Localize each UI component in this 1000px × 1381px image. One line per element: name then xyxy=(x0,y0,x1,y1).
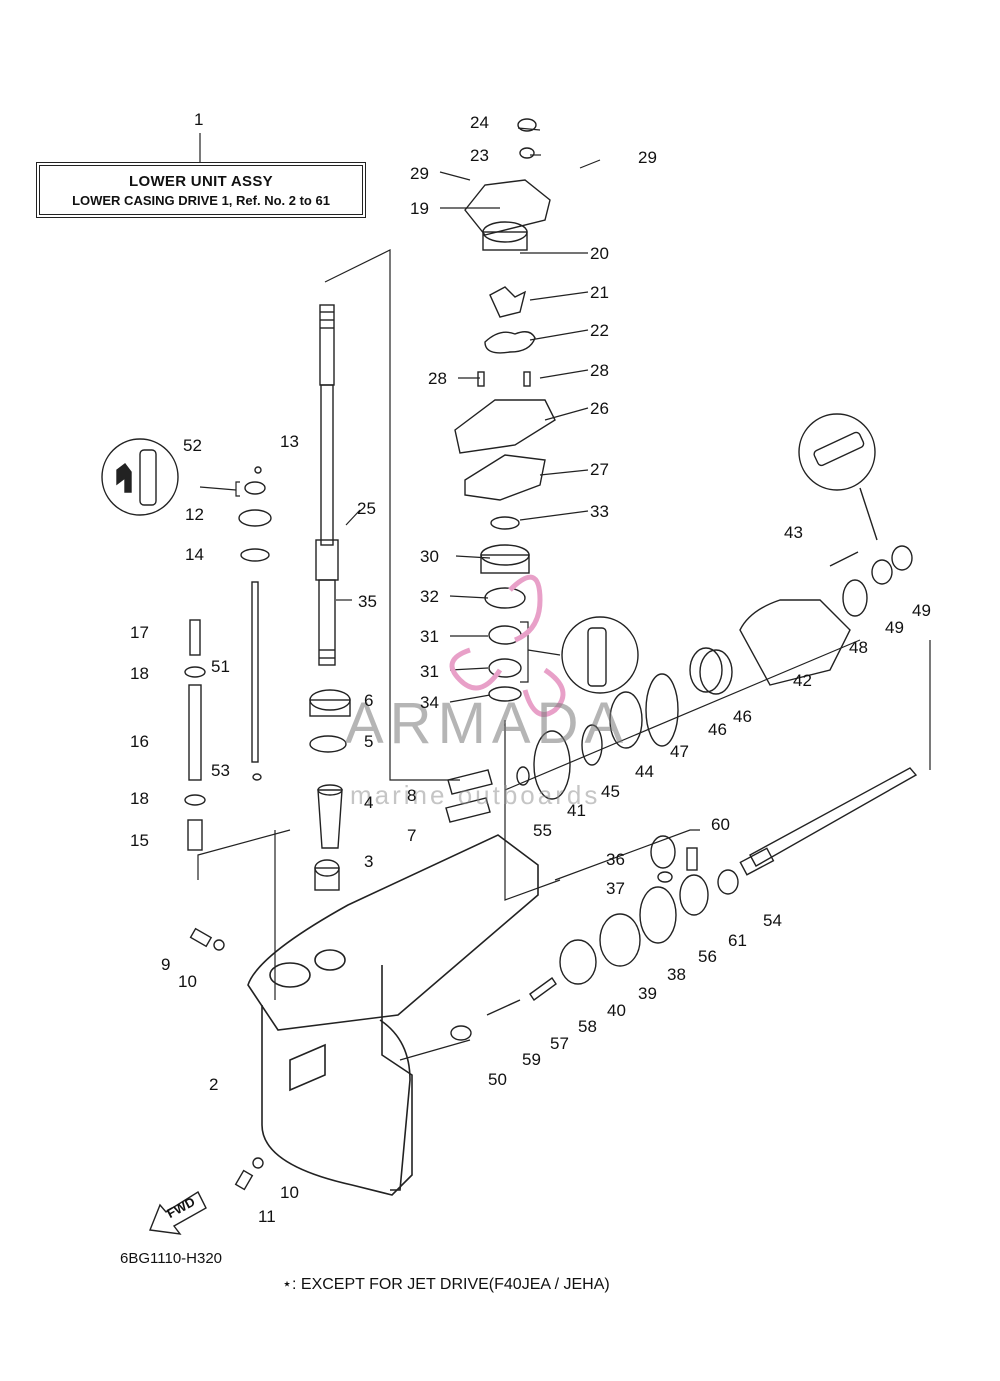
part-label-56[interactable]: 56 xyxy=(698,947,717,966)
part-label-15[interactable]: 15 xyxy=(130,831,149,850)
part-label-23[interactable]: 23 xyxy=(470,146,489,165)
part-label-18[interactable]: 18 xyxy=(130,664,149,683)
part-label-60[interactable]: 60 xyxy=(711,815,730,834)
part-label-13[interactable]: 13 xyxy=(280,432,299,451)
footnote: ⋆: EXCEPT FOR JET DRIVE(F40JEA / JEHA) xyxy=(282,1276,610,1293)
lower-casing xyxy=(247,834,539,1196)
part-label-28[interactable]: 28 xyxy=(428,369,447,388)
part-label-42[interactable]: 42 xyxy=(793,671,812,690)
part-label-8[interactable]: 8 xyxy=(407,786,417,805)
part-label-20[interactable]: 20 xyxy=(590,244,609,263)
part-label-12[interactable]: 12 xyxy=(185,505,204,524)
part-label-24[interactable]: 24 xyxy=(470,113,489,132)
part-label-36[interactable]: 36 xyxy=(606,850,625,869)
part-label-27[interactable]: 27 xyxy=(590,460,609,479)
drive-shaft xyxy=(315,304,339,666)
seals-bushings xyxy=(309,689,493,891)
part-label-41[interactable]: 41 xyxy=(567,801,586,820)
part-label-29[interactable]: 29 xyxy=(410,164,429,183)
part-label-9[interactable]: 9 xyxy=(161,955,171,974)
part-label-6[interactable]: 6 xyxy=(364,691,374,710)
part-label-7[interactable]: 7 xyxy=(407,826,417,845)
part-label-55[interactable]: 55 xyxy=(533,821,552,840)
part-label-14[interactable]: 14 xyxy=(185,545,204,564)
part-label-46[interactable]: 46 xyxy=(708,720,727,739)
part-label-30[interactable]: 30 xyxy=(420,547,439,566)
part-label-2[interactable]: 2 xyxy=(209,1075,219,1094)
part-label-22[interactable]: 22 xyxy=(590,321,609,340)
part-label-38[interactable]: 38 xyxy=(667,965,686,984)
part-label-49[interactable]: 49 xyxy=(885,618,904,637)
part-label-59[interactable]: 59 xyxy=(522,1050,541,1069)
watermark-logo xyxy=(449,574,566,717)
part-label-51[interactable]: 51 xyxy=(211,657,230,676)
part-label-26[interactable]: 26 xyxy=(590,399,609,418)
part-label-47[interactable]: 47 xyxy=(670,742,689,761)
part-label-28[interactable]: 28 xyxy=(590,361,609,380)
fasteners xyxy=(189,773,264,1191)
part-label-4[interactable]: 4 xyxy=(364,793,374,812)
fwd-arrow xyxy=(149,1190,207,1235)
part-label-34[interactable]: 34 xyxy=(420,693,439,712)
part-label-50[interactable]: 50 xyxy=(488,1070,507,1089)
part-label-29[interactable]: 29 xyxy=(638,148,657,167)
part-label-58[interactable]: 58 xyxy=(578,1017,597,1036)
water-pump-parts xyxy=(454,118,556,702)
part-label-39[interactable]: 39 xyxy=(638,984,657,1003)
part-label-35[interactable]: 35 xyxy=(358,592,377,611)
part-label-44[interactable]: 44 xyxy=(635,762,654,781)
diagram-code: 6BG1110-H320 xyxy=(120,1250,223,1267)
shift-rod xyxy=(184,466,272,851)
part-label-48[interactable]: 48 xyxy=(849,638,868,657)
part-label-21[interactable]: 21 xyxy=(590,283,609,302)
part-label-17[interactable]: 17 xyxy=(130,623,149,642)
assembly-title: LOWER UNIT ASSY xyxy=(129,172,273,190)
part-label-54[interactable]: 54 xyxy=(763,911,782,930)
part-label-52[interactable]: 52 xyxy=(183,436,202,455)
part-label-46[interactable]: 46 xyxy=(733,707,752,726)
part-label-61[interactable]: 61 xyxy=(728,931,747,950)
part-label-1[interactable]: 1 xyxy=(194,110,204,129)
part-label-10[interactable]: 10 xyxy=(178,972,197,991)
part-label-33[interactable]: 33 xyxy=(590,502,609,521)
part-label-31[interactable]: 31 xyxy=(420,662,439,681)
part-label-5[interactable]: 5 xyxy=(364,732,374,751)
part-label-37[interactable]: 37 xyxy=(606,879,625,898)
part-label-40[interactable]: 40 xyxy=(607,1001,626,1020)
part-label-18[interactable]: 18 xyxy=(130,789,149,808)
part-label-53[interactable]: 53 xyxy=(211,761,230,780)
part-label-49[interactable]: 49 xyxy=(912,601,931,620)
detail-callouts xyxy=(101,413,878,694)
watermark-subtext: marine outboards xyxy=(350,780,601,810)
assembly-subtitle: LOWER CASING DRIVE 1, Ref. No. 2 to 61 xyxy=(72,192,330,208)
part-label-11[interactable]: 11 xyxy=(258,1207,276,1226)
part-label-25[interactable]: 25 xyxy=(357,499,376,518)
part-label-31[interactable]: 31 xyxy=(420,627,439,646)
assembly-title-box: LOWER UNIT ASSY LOWER CASING DRIVE 1, Re… xyxy=(36,162,366,218)
leader-lines xyxy=(197,127,931,1061)
watermark-text: ARMADA xyxy=(345,691,630,756)
part-label-16[interactable]: 16 xyxy=(130,732,149,751)
part-label-3[interactable]: 3 xyxy=(364,852,374,871)
part-label-19[interactable]: 19 xyxy=(410,199,429,218)
part-label-57[interactable]: 57 xyxy=(550,1034,569,1053)
gear-parts xyxy=(450,545,918,1041)
part-label-43[interactable]: 43 xyxy=(784,523,803,542)
part-label-10[interactable]: 10 xyxy=(280,1183,299,1202)
part-label-32[interactable]: 32 xyxy=(420,587,439,606)
part-label-45[interactable]: 45 xyxy=(601,782,620,801)
